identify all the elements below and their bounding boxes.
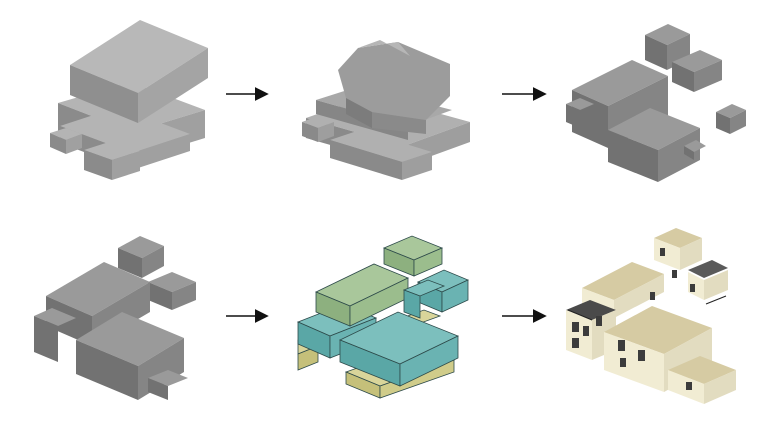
step-rotated-gray-massing xyxy=(302,40,470,180)
step-rendered-housing-model xyxy=(566,228,736,404)
step-clustered-gray-massing xyxy=(34,236,196,400)
step-stacked-gray-massing xyxy=(50,20,208,180)
step-split-gray-massing xyxy=(566,24,746,182)
step-colored-program-massing xyxy=(296,235,469,399)
